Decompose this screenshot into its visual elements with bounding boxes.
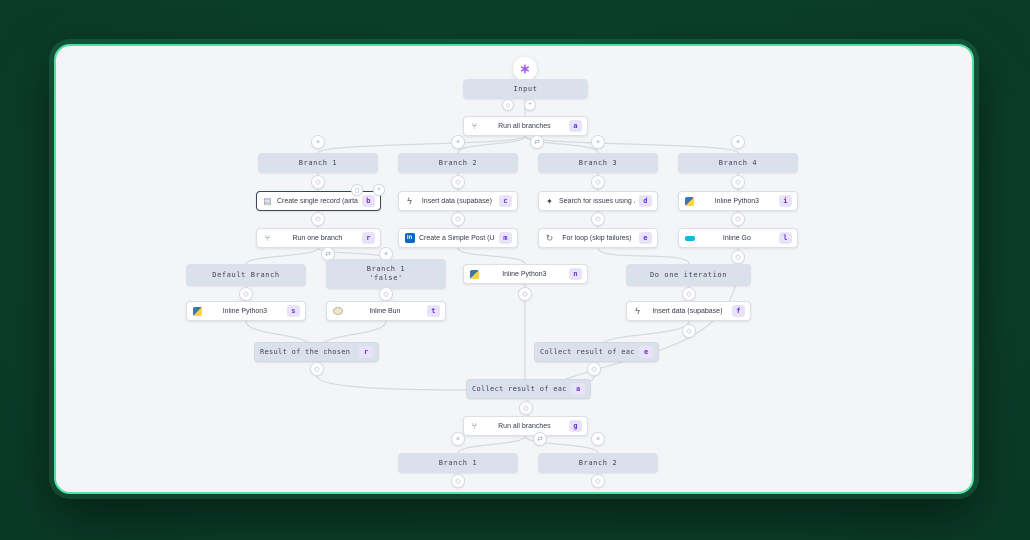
node-branch-2[interactable]: Branch 2 — [398, 153, 518, 173]
python-icon — [192, 306, 203, 317]
node-insert-data-supabase[interactable]: ϟ Insert data (supabase) c — [398, 191, 518, 211]
node-insert-data-supabase-iteration[interactable]: ϟ Insert data (supabase) f — [626, 301, 751, 321]
add-step-button[interactable]: + — [524, 99, 536, 111]
remove-node-button[interactable]: × — [373, 184, 385, 196]
node-id-badge: e — [638, 232, 652, 244]
delete-branch-button[interactable]: × — [591, 432, 605, 446]
connector-diamond-icon[interactable]: ◇ — [379, 287, 393, 301]
connector-diamond-icon[interactable]: ◇ — [451, 212, 465, 226]
connector-diamond-icon[interactable]: ◇ — [731, 212, 745, 226]
python-icon — [469, 269, 480, 280]
delete-branch-button[interactable]: × — [591, 135, 605, 149]
connector-diamond-icon[interactable]: ◇ — [239, 287, 253, 301]
node-id-badge: d — [638, 195, 652, 207]
node-id-badge: a — [568, 120, 582, 132]
node-inline-bun[interactable]: Inline Bun t — [326, 301, 446, 321]
node-id-badge: l — [778, 232, 792, 244]
node-inline-python3-branch4[interactable]: Inline Python3 i — [678, 191, 798, 211]
node-default-branch[interactable]: Default Branch — [186, 264, 306, 286]
connector-diamond-icon[interactable]: ◇ — [591, 212, 605, 226]
node-id-badge: n — [568, 268, 582, 280]
connector-diamond-icon[interactable]: ◇ — [682, 324, 696, 338]
branch-split-icon: ⑂ — [471, 121, 478, 131]
flow-canvas-panel: ∗ Input ◇ + ⑂ Run all branches a × × ⇄ ×… — [54, 44, 974, 494]
swap-branches-button[interactable]: ⇄ — [530, 135, 544, 149]
node-collect-result-each-branch[interactable]: Collect result of each branch a — [466, 379, 591, 399]
node-inline-python3-default[interactable]: Inline Python3 s — [186, 301, 306, 321]
connector-diamond-icon[interactable]: ◇ — [587, 362, 601, 376]
duplicate-node-button[interactable]: ◻ — [351, 184, 363, 196]
node-for-loop[interactable]: ↻ For loop (skip failures) e — [538, 228, 658, 248]
node-branch-1-false[interactable]: Branch 1 'false' — [326, 259, 446, 289]
delete-branch-button[interactable]: × — [451, 432, 465, 446]
node-run-one-branch[interactable]: ⑂ Run one branch r — [256, 228, 381, 248]
node-input[interactable]: Input — [463, 79, 588, 99]
delete-branch-button[interactable]: × — [311, 135, 325, 149]
connector-diamond-icon[interactable]: ◇ — [591, 175, 605, 189]
connector-diamond-icon[interactable]: ◇ — [518, 287, 532, 301]
node-id-badge: r — [361, 232, 375, 244]
connector-diamond-icon[interactable]: ◇ — [591, 474, 605, 488]
go-icon — [684, 233, 695, 244]
node-run-all-branches-top[interactable]: ⑂ Run all branches a — [463, 116, 588, 136]
node-id-badge: g — [568, 420, 582, 432]
connector-diamond-icon[interactable]: ◇ — [519, 401, 533, 415]
connector-diamond-icon[interactable]: ◇ — [682, 287, 696, 301]
connector-diamond-icon[interactable]: ◇ — [310, 362, 324, 376]
node-branch-1-bottom[interactable]: Branch 1 — [398, 453, 518, 473]
node-search-issues-jql[interactable]: ✦ Search for issues using JQL (... d — [538, 191, 658, 211]
node-run-all-branches-bottom[interactable]: ⑂ Run all branches g — [463, 416, 588, 436]
node-id-badge: e — [639, 346, 653, 358]
python-icon — [684, 196, 695, 207]
flow-trigger-icon[interactable]: ∗ — [513, 57, 537, 81]
node-id-badge: i — [778, 195, 792, 207]
node-branch-4[interactable]: Branch 4 — [678, 153, 798, 173]
node-id-badge: b — [361, 195, 375, 207]
delete-branch-button[interactable]: × — [731, 135, 745, 149]
connector-diamond-icon[interactable]: ◇ — [731, 250, 745, 264]
node-branch-2-bottom[interactable]: Branch 2 — [538, 453, 658, 473]
branch-split-icon: ⑂ — [471, 421, 478, 431]
node-result-of-chosen-branch[interactable]: Result of the chosen branch r — [254, 342, 379, 362]
node-id-badge: f — [731, 305, 745, 317]
connector-diamond-icon[interactable]: ◇ — [311, 212, 325, 226]
node-id-badge: s — [286, 305, 300, 317]
loop-icon: ↻ — [545, 232, 554, 243]
jira-icon: ✦ — [546, 196, 553, 206]
workflow-canvas[interactable]: ∗ Input ◇ + ⑂ Run all branches a × × ⇄ ×… — [56, 46, 972, 492]
node-inline-go[interactable]: Inline Go l — [678, 228, 798, 248]
bun-icon — [332, 306, 343, 317]
airtable-icon: ▤ — [263, 195, 272, 206]
delete-branch-button[interactable]: × — [451, 135, 465, 149]
node-id-badge: r — [359, 346, 373, 358]
node-create-simple-post-linkedin[interactable]: in Create a Simple Post (User) (... m — [398, 228, 518, 248]
supabase-icon: ϟ — [635, 306, 640, 316]
branch-split-icon: ⑂ — [264, 233, 271, 243]
node-do-one-iteration[interactable]: Do one iteration — [626, 264, 751, 286]
supabase-icon: ϟ — [407, 196, 412, 206]
node-id-badge: c — [498, 195, 512, 207]
node-id-badge: a — [571, 383, 585, 395]
node-inline-python3-middle[interactable]: Inline Python3 n — [463, 264, 588, 284]
connector-diamond-icon[interactable]: ◇ — [451, 474, 465, 488]
swap-branches-button[interactable]: ⇄ — [533, 432, 547, 446]
node-id-badge: m — [498, 232, 512, 244]
node-collect-result-each-iteration[interactable]: Collect result of each iterat e — [534, 342, 659, 362]
linkedin-icon: in — [404, 233, 415, 244]
connector-diamond-icon[interactable]: ◇ — [311, 175, 325, 189]
node-branch-1[interactable]: Branch 1 — [258, 153, 378, 173]
connector-diamond-icon[interactable]: ◇ — [731, 175, 745, 189]
node-create-single-record-airtable[interactable]: ▤ Create single record (airtable) b — [256, 191, 381, 211]
connector-diamond-icon[interactable]: ◇ — [451, 175, 465, 189]
connector-diamond-icon[interactable]: ◇ — [502, 99, 514, 111]
node-id-badge: t — [426, 305, 440, 317]
node-branch-3[interactable]: Branch 3 — [538, 153, 658, 173]
